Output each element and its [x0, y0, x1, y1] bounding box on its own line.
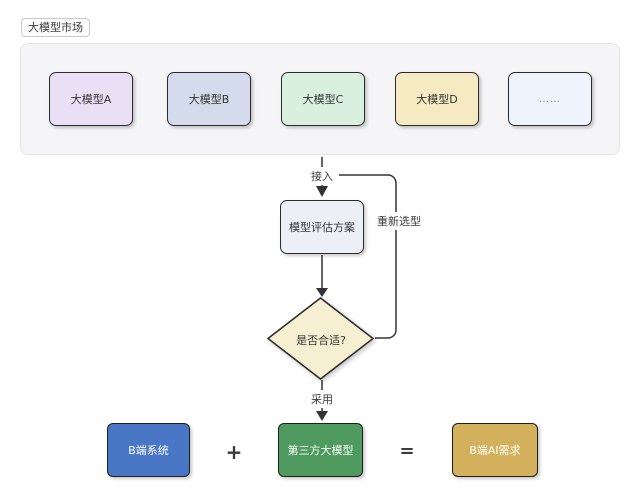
edge-access-label: 接入	[308, 167, 336, 185]
edge-access-arrowhead	[316, 186, 328, 197]
model-ellipsis-label: ……	[539, 93, 561, 105]
equals-operator: =	[399, 440, 415, 462]
b-side-system-node: B端系统	[107, 423, 190, 477]
evaluation-label: 模型评估方案	[289, 221, 355, 234]
edge-reselect-label: 重新选型	[374, 212, 424, 230]
model-c-node: 大模型C	[281, 72, 365, 126]
evaluation-node: 模型评估方案	[280, 200, 364, 254]
model-d-label: 大模型D	[416, 93, 458, 106]
b-side-ai-need-label: B端AI需求	[469, 444, 521, 457]
market-badge: 大模型市场	[21, 18, 90, 37]
decision-label: 是否合适?	[296, 334, 346, 347]
model-b-node: 大模型B	[167, 72, 251, 126]
edge-evaluate-arrowhead	[316, 288, 328, 297]
edge-adopt-label: 采用	[308, 390, 336, 408]
model-d-node: 大模型D	[395, 72, 479, 126]
b-side-ai-need-node: B端AI需求	[452, 423, 538, 477]
edge-adopt-arrowhead	[316, 411, 328, 421]
model-c-label: 大模型C	[302, 93, 344, 106]
plus-operator: +	[225, 440, 243, 464]
model-a-label: 大模型A	[70, 93, 112, 106]
model-ellipsis-node: ……	[508, 72, 592, 126]
model-b-label: 大模型B	[188, 93, 230, 106]
model-a-node: 大模型A	[49, 72, 133, 126]
b-side-system-label: B端系统	[128, 444, 169, 457]
thirdparty-model-label: 第三方大模型	[287, 444, 354, 457]
thirdparty-model-node: 第三方大模型	[278, 423, 363, 477]
